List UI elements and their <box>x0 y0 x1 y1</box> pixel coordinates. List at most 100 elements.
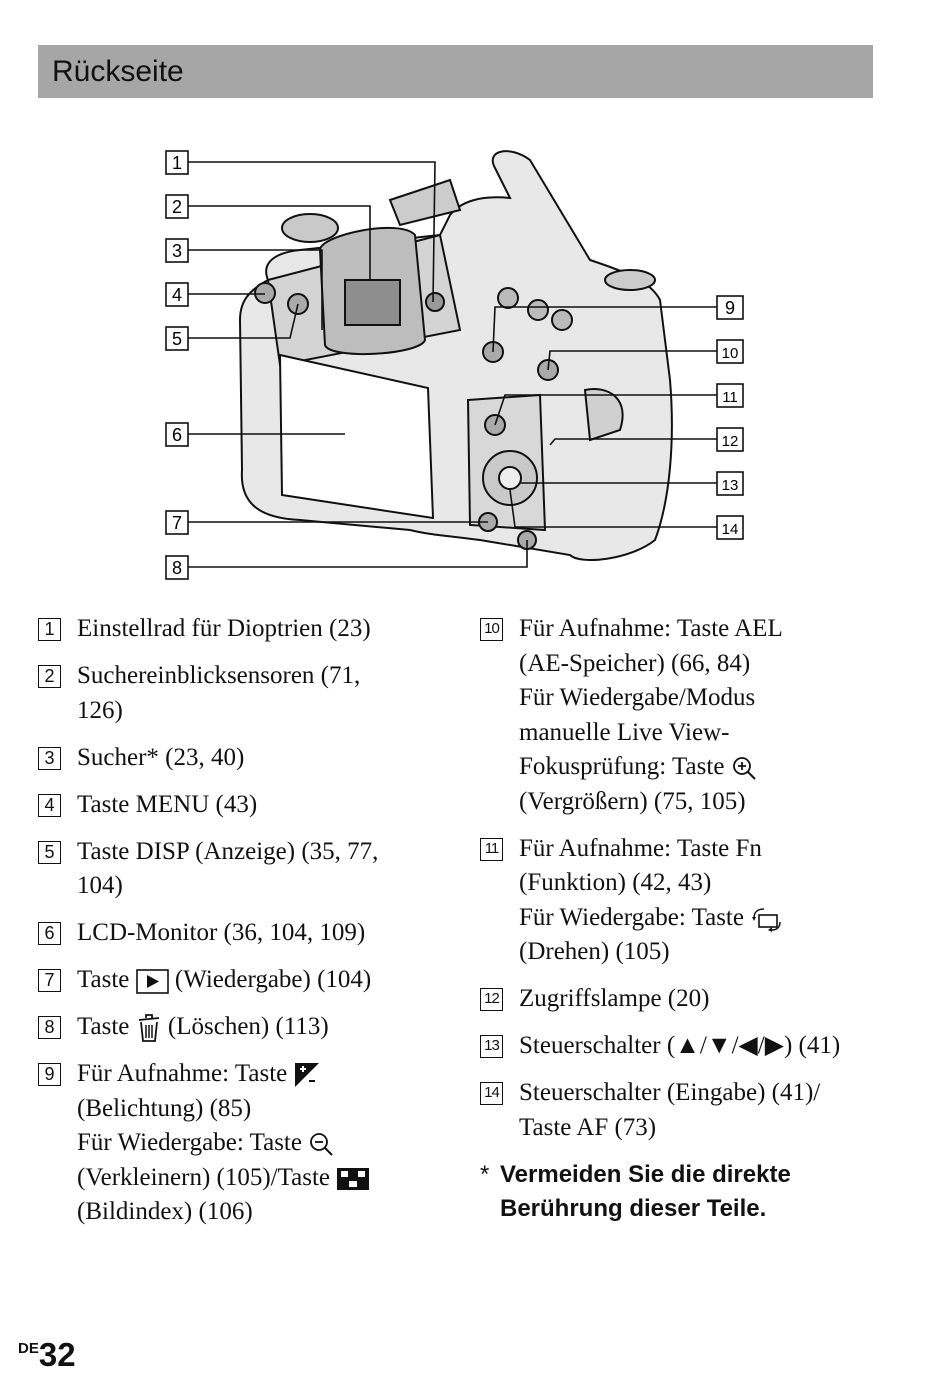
item-text: Für Aufnahme: Taste Fn <box>519 834 762 862</box>
callout-12: 12 <box>716 427 744 452</box>
item-number: 12 <box>480 988 503 1011</box>
item-text: Zugriffslampe (20) <box>519 985 710 1012</box>
section-header: Rückseite <box>38 45 873 98</box>
legend-item-7: 7 Taste (Wiedergabe) (104) <box>38 963 448 998</box>
svg-text:9: 9 <box>725 298 735 318</box>
legend-item-13: 13 Steuerschalter (▲/▼/◀/▶) (41) <box>480 1029 890 1064</box>
callout-5: 5 <box>165 326 189 351</box>
legend-item-14: 14 Steuerschalter (Eingabe) (41)/ Taste … <box>480 1076 890 1145</box>
callout-1: 1 <box>165 150 189 175</box>
page-number: DE32 <box>18 1336 76 1374</box>
item-number: 8 <box>38 1016 61 1039</box>
callout-7: 7 <box>165 510 189 535</box>
zoom-in-icon <box>732 757 756 780</box>
callout-8: 8 <box>165 555 189 580</box>
item-text: Für Wiedergabe: Taste <box>519 903 744 931</box>
callout-leaders <box>188 161 717 568</box>
item-number: 10 <box>480 618 503 641</box>
callout-11: 11 <box>716 383 744 408</box>
item-number: 2 <box>38 665 61 688</box>
item-number: 13 <box>480 1035 503 1058</box>
item-text: manuelle Live View- <box>519 718 730 746</box>
legend-item-9: 9 Für Aufnahme: Taste (Belichtung) (85) … <box>38 1057 448 1230</box>
item-number: 4 <box>38 793 61 817</box>
svg-text:12: 12 <box>722 433 739 450</box>
item-text: (Vergrößern) (75, 105) <box>519 787 746 815</box>
callout-2: 2 <box>165 194 189 219</box>
item-number: 14 <box>480 1082 503 1105</box>
item-text: Für Wiedergabe: Taste <box>77 1129 302 1156</box>
item-number: 5 <box>38 840 61 864</box>
item-text: Sucher* (23, 40) <box>77 743 245 771</box>
legend-item-11: 11 Für Aufnahme: Taste Fn (Funktion) (42… <box>480 832 890 970</box>
item-text: Für Aufnahme: Taste <box>77 1060 288 1087</box>
item-text: 104) <box>77 872 123 899</box>
legend-item-3: 3 Sucher* (23, 40) <box>38 741 448 776</box>
item-text: Taste MENU (43) <box>77 790 258 818</box>
item-number: 7 <box>38 969 61 992</box>
footnote-marker: * <box>480 1160 490 1188</box>
item-text: Taste AF (73) <box>519 1113 657 1141</box>
svg-text:5: 5 <box>172 329 182 349</box>
callout-10: 10 <box>716 339 744 364</box>
legend-item-6: 6 LCD-Monitor (36, 104, 109) <box>38 916 448 951</box>
camera-illustration <box>238 150 673 561</box>
rotate-icon <box>752 908 781 932</box>
svg-text:10: 10 <box>722 345 739 362</box>
item-text: (Funktion) (42, 43) <box>519 869 712 896</box>
legend-item-4: 4 Taste MENU (43) <box>38 788 448 823</box>
footnote-text: Vermeiden Sie die direkte <box>500 1160 791 1188</box>
callout-13: 13 <box>716 471 744 496</box>
svg-text:8: 8 <box>172 558 182 578</box>
item-text: Taste DISP (Anzeige) (35, 77, <box>77 837 379 865</box>
item-text: Taste <box>77 966 130 993</box>
svg-text:6: 6 <box>172 425 182 445</box>
legend-item-8: 8 Taste (Löschen) (113) <box>38 1010 448 1045</box>
callout-9: 9 <box>716 295 744 320</box>
page-language-prefix: DE <box>18 1340 39 1357</box>
callout-6: 6 <box>165 422 189 447</box>
item-text: (Drehen) (105) <box>519 938 670 965</box>
item-text: Fokusprüfung: Taste <box>519 753 725 780</box>
svg-text:7: 7 <box>172 513 182 533</box>
camera-back-diagram: 1 2 3 4 5 6 7 8 9 10 11 12 13 14 <box>165 150 744 580</box>
item-text: Steuerschalter (Eingabe) (41)/ <box>519 1079 821 1106</box>
item-number: 1 <box>38 618 61 641</box>
legend-item-5: 5 Taste DISP (Anzeige) (35, 77, 104) <box>38 835 448 904</box>
item-text: (Wiedergabe) (104) <box>174 966 372 993</box>
legend-item-2: 2 Suchereinblicksensoren (71, 126) <box>38 659 448 728</box>
svg-text:13: 13 <box>722 477 739 494</box>
svg-text:3: 3 <box>172 241 182 261</box>
item-text: (Löschen) (113) <box>167 1013 329 1040</box>
zoom-out-icon <box>310 1133 333 1156</box>
svg-text:14: 14 <box>722 521 739 538</box>
page-number-value: 32 <box>38 1336 76 1373</box>
legend-right-column: 10 Für Aufnahme: Taste AEL (AE-Speicher)… <box>480 612 890 1227</box>
trash-icon <box>138 1014 159 1043</box>
callout-labels: 1 2 3 4 5 6 7 8 9 10 11 12 13 14 <box>165 150 744 580</box>
item-number: 9 <box>38 1063 61 1086</box>
item-text: Steuerschalter (▲/▼/◀/▶) (41) <box>519 1032 841 1059</box>
item-text: Für Aufnahme: Taste AEL <box>519 615 783 642</box>
svg-text:11: 11 <box>722 389 738 406</box>
item-text: LCD-Monitor (36, 104, 109) <box>77 919 366 946</box>
svg-text:2: 2 <box>172 197 182 217</box>
section-title: Rückseite <box>52 55 184 88</box>
image-index-icon <box>337 1167 370 1190</box>
item-text: Taste <box>77 1013 130 1040</box>
exposure-compensation-icon <box>294 1063 319 1088</box>
item-text: (Bildindex) (106) <box>77 1198 253 1225</box>
legend-item-1: 1 Einstellrad für Dioptrien (23) <box>38 612 448 647</box>
svg-text:1: 1 <box>172 153 182 173</box>
footnote: * Vermeiden Sie die direkte Berührung di… <box>480 1158 890 1227</box>
callout-3: 3 <box>165 238 189 263</box>
legend-item-12: 12 Zugriffslampe (20) <box>480 982 890 1017</box>
svg-text:4: 4 <box>172 285 182 305</box>
item-text: (Verkleinern) (105)/Taste <box>77 1163 331 1191</box>
footnote-text: Berührung dieser Teile. <box>500 1195 767 1222</box>
legend-item-10: 10 Für Aufnahme: Taste AEL (AE-Speicher)… <box>480 612 890 819</box>
callout-14: 14 <box>716 515 744 540</box>
item-text: Suchereinblicksensoren (71, <box>77 662 361 689</box>
item-number: 6 <box>38 922 61 945</box>
legend-left-column: 1 Einstellrad für Dioptrien (23) 2 Suche… <box>38 612 448 1242</box>
